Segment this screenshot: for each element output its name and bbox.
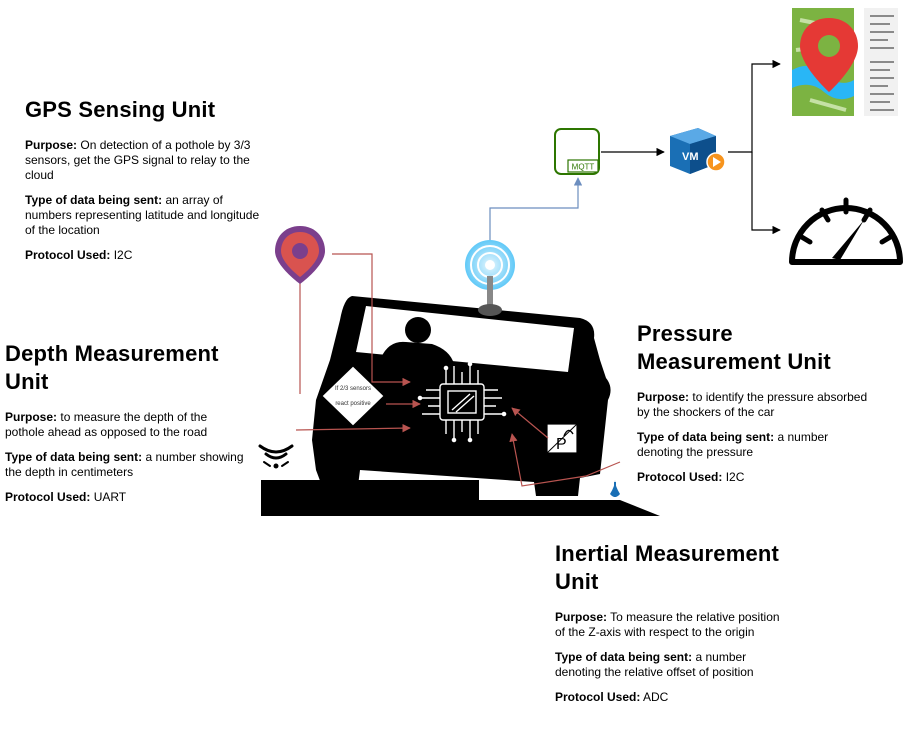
droplet-icon bbox=[610, 480, 620, 497]
gps-unit-title: GPS Sensing Unit bbox=[25, 97, 216, 122]
decision-text-line1: If 2/3 sensors bbox=[335, 386, 371, 392]
vm-label: VM bbox=[682, 151, 699, 163]
speedometer-icon bbox=[789, 197, 903, 265]
driver-silhouette bbox=[380, 317, 454, 364]
depth-unit-protocol: Protocol Used: UART bbox=[5, 490, 127, 504]
arrow-vm-to-map bbox=[728, 59, 781, 153]
pressure-unit-protocol: Protocol Used: I2C bbox=[637, 470, 745, 484]
vm-icon: VM bbox=[670, 128, 726, 174]
microchip-icon bbox=[417, 361, 507, 443]
wireless-beacon-icon bbox=[465, 240, 515, 316]
depth-unit-title: Depth Measurement Unit bbox=[5, 341, 219, 394]
inertial-unit-data-type: Type of data being sent: a number denoti… bbox=[555, 650, 754, 679]
map-icon bbox=[792, 8, 898, 116]
sensor-arrows bbox=[295, 253, 621, 487]
location-pin-icon bbox=[275, 226, 325, 284]
decision-text-line2: react positive bbox=[335, 401, 371, 407]
mqtt-broker-icon: MQTT bbox=[554, 128, 600, 175]
inertial-unit-block: Inertial Measurement Unit Purpose: To me… bbox=[555, 540, 785, 715]
pressure-unit-title: Pressure Measurement Unit bbox=[637, 321, 831, 374]
gps-unit-purpose: Purpose: On detection of a pothole by 3/… bbox=[25, 138, 251, 182]
depth-unit-purpose: Purpose: to measure the depth of the pot… bbox=[5, 410, 208, 439]
arrow-beacon-to-mqtt bbox=[489, 177, 583, 240]
parking-label: P bbox=[556, 436, 567, 453]
inertial-unit-purpose: Purpose: To measure the relative positio… bbox=[555, 610, 780, 639]
pressure-unit-block: Pressure Measurement Unit Purpose: to id… bbox=[637, 320, 877, 495]
arrow-inertial-to-chip bbox=[509, 433, 621, 487]
pressure-unit-data-type: Type of data being sent: a number denoti… bbox=[637, 430, 829, 459]
inertial-unit-protocol: Protocol Used: ADC bbox=[555, 690, 669, 704]
car-silhouette bbox=[312, 296, 611, 496]
mqtt-label: MQTT bbox=[572, 163, 595, 172]
output-branch bbox=[728, 59, 781, 235]
inertial-unit-title: Inertial Measurement Unit bbox=[555, 541, 780, 594]
depth-unit-data-type: Type of data being sent: a number showin… bbox=[5, 450, 244, 479]
decision-diamond: If 2/3 sensors react positive bbox=[321, 365, 385, 427]
depth-unit-block: Depth Measurement Unit Purpose: to measu… bbox=[5, 340, 245, 515]
gps-unit-block: GPS Sensing Unit Purpose: On detection o… bbox=[25, 96, 265, 273]
pressure-unit-purpose: Purpose: to identify the pressure absorb… bbox=[637, 390, 868, 419]
parking-sensor-icon: P bbox=[546, 423, 578, 454]
gps-unit-protocol: Protocol Used: I2C bbox=[25, 248, 133, 262]
arrow-pressure-to-chip bbox=[511, 407, 549, 439]
arrow-gps-to-chip bbox=[332, 253, 411, 387]
ultrasonic-wave-icon bbox=[258, 444, 294, 469]
arrow-depth-to-chip bbox=[295, 423, 411, 433]
arrow-vm-to-dashboard bbox=[751, 152, 781, 235]
road bbox=[261, 480, 660, 516]
gps-unit-data-type: Type of data being sent: an array of num… bbox=[25, 193, 260, 237]
